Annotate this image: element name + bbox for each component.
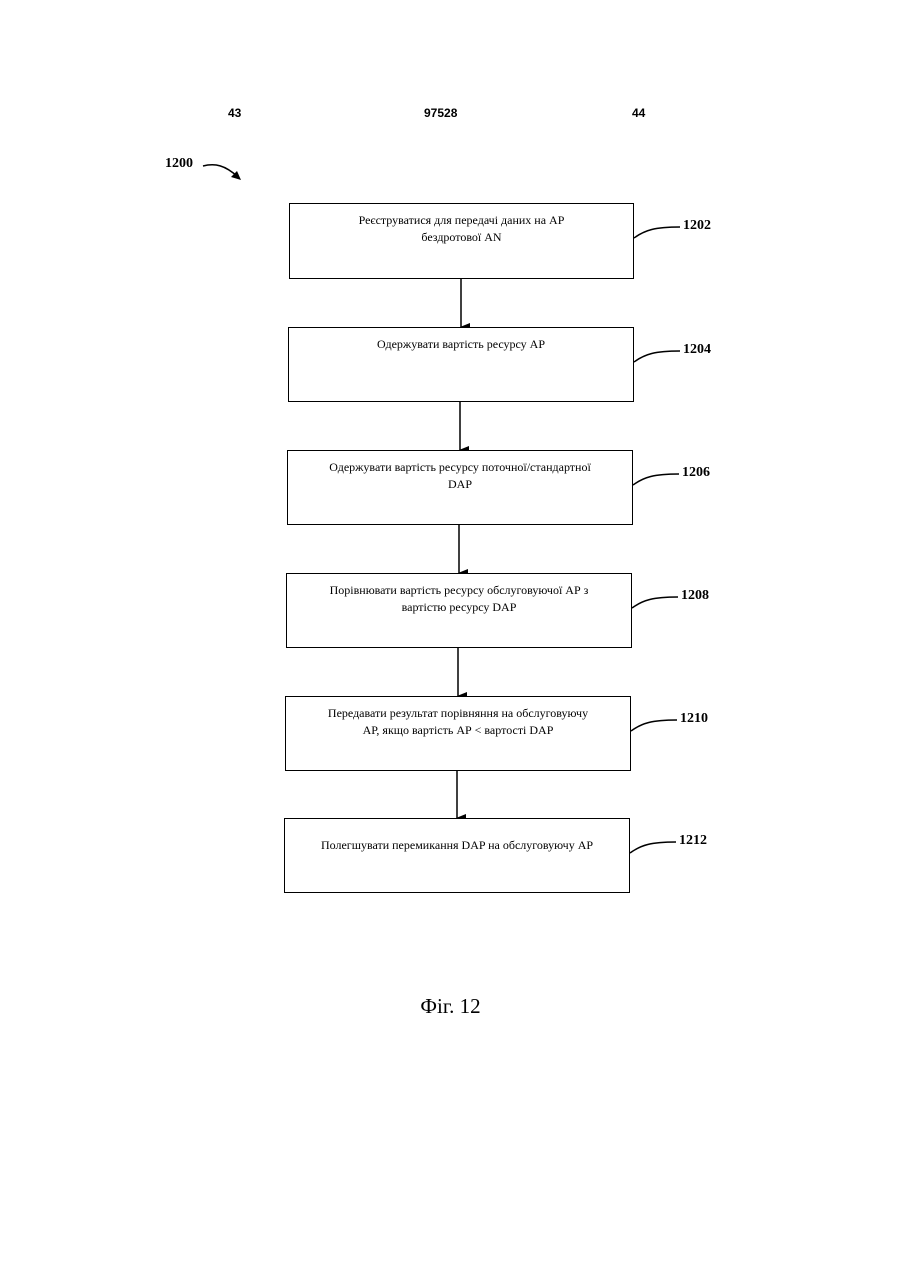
step-ref-1210: 1210 [680,711,708,727]
figure-reference-arrow [203,165,238,177]
step-ref-1204: 1204 [683,342,711,358]
leader-line-1204 [634,351,680,362]
page-number-left: 43 [228,106,241,120]
leader-line-1210 [631,720,677,731]
step-text-line: Одержувати вартість ресурсу АР [295,336,627,353]
step-text-line: вартістю ресурсу DAP [293,599,625,616]
step-box-1212: Полегшувати перемикання DAP на обслугову… [284,818,630,893]
step-ref-1202: 1202 [683,218,711,234]
step-text-line: Реєструватися для передачі даних на АР [296,212,627,229]
step-box-1208: Порівнювати вартість ресурсу обслуговуюч… [286,573,632,648]
step-ref-1206: 1206 [682,465,710,481]
figure-reference-label: 1200 [165,156,193,172]
leader-line-1206 [633,474,679,485]
figure-reference-arrowhead [231,171,241,180]
step-box-1204: Одержувати вартість ресурсу АР [288,327,634,402]
patent-number: 97528 [424,106,457,120]
step-text-line: Полегшувати перемикання DAP на обслугову… [291,837,623,854]
figure-caption: Фіг. 12 [0,994,901,1019]
step-text-line: Одержувати вартість ресурсу поточної/ста… [294,459,626,476]
page-number-right: 44 [632,106,645,120]
step-box-1206: Одержувати вартість ресурсу поточної/ста… [287,450,633,525]
leader-line-1202 [634,227,680,238]
step-text-line: DAP [294,476,626,493]
leader-line-1208 [632,597,678,608]
step-text-line: бездротової AN [296,229,627,246]
step-box-1210: Передавати результат порівняння на обслу… [285,696,631,771]
leader-line-1212 [630,842,676,853]
step-ref-1212: 1212 [679,833,707,849]
step-text-line: АР, якщо вартість АР < вартості DAP [292,722,624,739]
step-text-line: Порівнювати вартість ресурсу обслуговуюч… [293,582,625,599]
step-ref-1208: 1208 [681,588,709,604]
step-box-1202: Реєструватися для передачі даних на АР б… [289,203,634,279]
step-text-line: Передавати результат порівняння на обслу… [292,705,624,722]
